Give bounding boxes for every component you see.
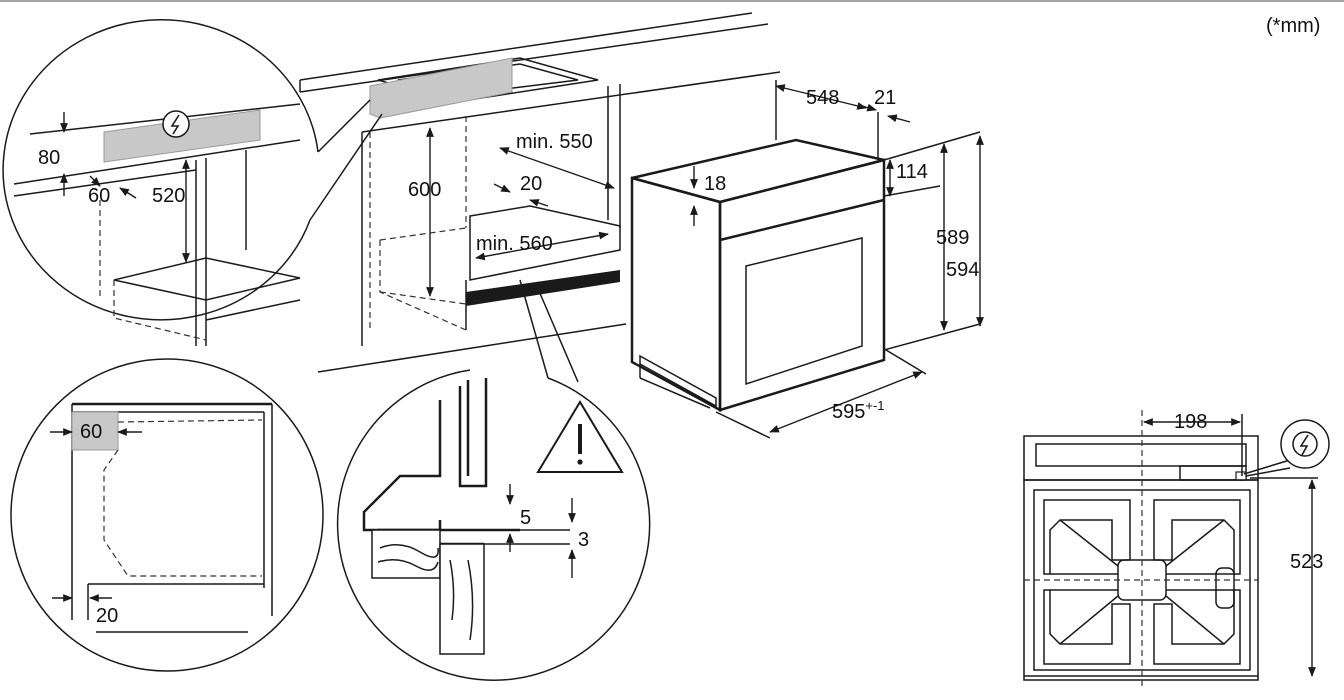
- dim-18: 18: [704, 173, 726, 195]
- dim-600: 600: [408, 179, 441, 201]
- dim-198: 198: [1174, 411, 1207, 433]
- dim-20-side: 20: [96, 605, 118, 627]
- unit-note: (*mm): [1266, 15, 1320, 37]
- dim-523: 523: [1290, 551, 1323, 573]
- dim-5: 5: [520, 507, 531, 529]
- dim-60-top: 60: [88, 185, 110, 207]
- dim-595: 595+-1: [832, 398, 885, 423]
- dim-595-tolerance: +-1: [865, 398, 884, 413]
- dim-548: 548: [806, 87, 839, 109]
- oven-unit: 548 21 114 18 589 594 595+-1: [630, 80, 984, 439]
- detail-circle-side: 60 20: [10, 358, 324, 672]
- detail-circle-top: 80 60 520: [2, 19, 383, 346]
- electric-connection-icon: [1280, 419, 1330, 469]
- dim-114: 114: [896, 161, 928, 183]
- dim-min-560: min. 560: [476, 233, 553, 255]
- hob-top-view: 198 523: [1023, 410, 1330, 690]
- dim-520: 520: [152, 185, 185, 207]
- dim-3: 3: [578, 529, 589, 551]
- dim-min-550: min. 550: [516, 131, 593, 153]
- dim-21: 21: [874, 87, 896, 109]
- electric-connection-icon: [162, 110, 190, 138]
- dim-20-cabinet: 20: [520, 173, 542, 195]
- dim-60-side: 60: [80, 421, 102, 443]
- dim-589: 589: [936, 227, 969, 249]
- dim-594: 594: [946, 259, 979, 281]
- warning-triangle-icon: [536, 400, 624, 473]
- dim-80: 80: [38, 147, 60, 169]
- detail-circle-gap: 5 3: [336, 279, 651, 681]
- worktop-cabinet: 600 min. 550 20 min. 560: [299, 12, 781, 373]
